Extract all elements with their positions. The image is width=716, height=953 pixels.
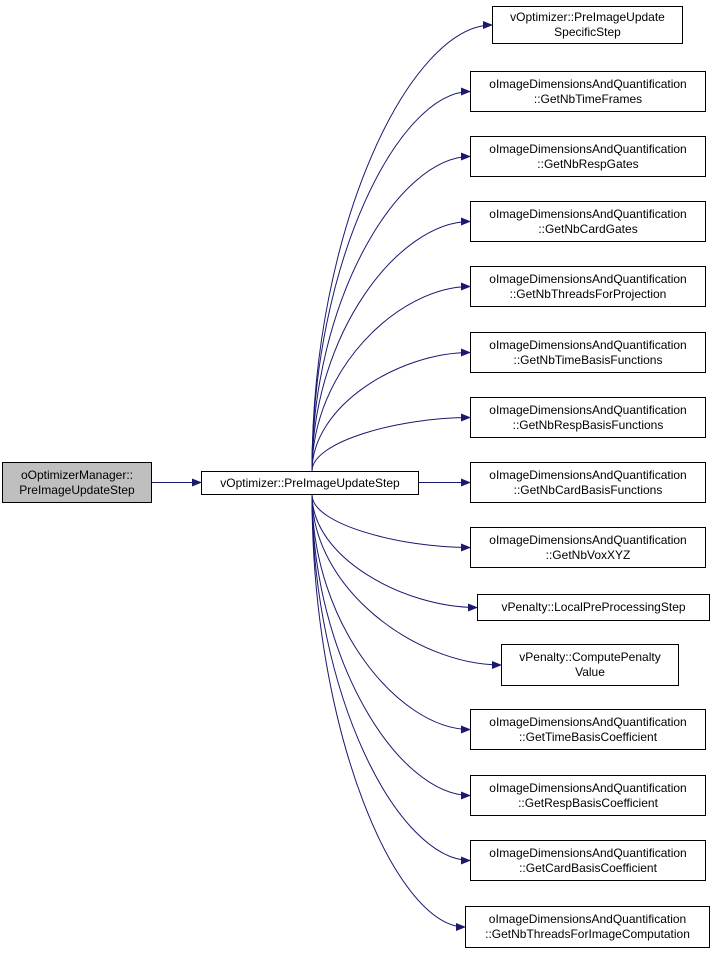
node-label-line: ::GetTimeBasisCoefficient [518, 729, 658, 744]
node-label-line: oImageDimensionsAndQuantification [489, 714, 687, 729]
node-label-line: oImageDimensionsAndQuantification [489, 206, 687, 221]
node-callee-14[interactable]: oImageDimensionsAndQuantification::GetNb… [465, 906, 710, 948]
node-label-line: oImageDimensionsAndQuantification [489, 141, 687, 156]
node-label-line: vPenalty::LocalPreProcessingStep [501, 600, 686, 614]
edge-mid-t5 [311, 348, 471, 472]
node-label-line: oImageDimensionsAndQuantification [489, 271, 687, 286]
node-label-line: ::GetCardBasisCoefficient [519, 860, 657, 875]
node-label-line: vOptimizer::PreImageUpdateStep [220, 475, 400, 490]
edge-mid-t12 [311, 494, 471, 800]
node-callee-13[interactable]: oImageDimensionsAndQuantification::GetCa… [470, 840, 706, 881]
edge-mid-t10 [311, 494, 502, 669]
node-label-line: ::GetNbTimeBasisFunctions [513, 352, 663, 367]
node-label-line: ::GetNbThreadsForImageComputation [485, 927, 690, 941]
node-label-line: oImageDimensionsAndQuantification [489, 532, 687, 547]
node-label-line: oImageDimensionsAndQuantification [489, 845, 687, 860]
node-callee-9[interactable]: vPenalty::LocalPreProcessingStep [477, 594, 710, 621]
node-label-line: ::GetNbVoxXYZ [545, 547, 631, 562]
node-label-line: ::GetNbCardBasisFunctions [513, 482, 663, 497]
node-label-line: PreImageUpdateStep [19, 482, 135, 497]
node-label-line: ::GetNbThreadsForProjection [509, 286, 667, 301]
node-callee-1[interactable]: oImageDimensionsAndQuantification::GetNb… [470, 71, 706, 112]
node-callee-11[interactable]: oImageDimensionsAndQuantification::GetTi… [470, 709, 706, 750]
node-label-line: oImageDimensionsAndQuantification [489, 337, 687, 352]
node-label-line: oImageDimensionsAndQuantification [488, 912, 687, 926]
node-callee-5[interactable]: oImageDimensionsAndQuantification::GetNb… [470, 332, 706, 373]
node-label-line: SpecificStep [554, 25, 621, 39]
node-label-line: oImageDimensionsAndQuantification [489, 76, 687, 91]
edge-mid-t6 [311, 413, 471, 472]
node-callee-3[interactable]: oImageDimensionsAndQuantification::GetNb… [470, 201, 706, 242]
node-label-line: vPenalty::ComputePenalty [519, 650, 661, 664]
edge-mid-t2 [311, 152, 471, 472]
node-label-line: ::GetNbCardGates [538, 221, 638, 236]
node-root: oOptimizerManager::PreImageUpdateStep [2, 462, 152, 503]
node-label-line: vOptimizer::PreImageUpdate [510, 10, 665, 24]
node-label-line: ::GetNbRespGates [537, 156, 639, 171]
node-callee-7[interactable]: oImageDimensionsAndQuantification::GetNb… [470, 462, 706, 503]
node-callee-6[interactable]: oImageDimensionsAndQuantification::GetNb… [470, 397, 706, 438]
edge-mid-t9 [311, 494, 478, 612]
node-label-line: oOptimizerManager:: [20, 467, 134, 482]
node-label-line: oImageDimensionsAndQuantification [489, 467, 687, 482]
node-label-line: oImageDimensionsAndQuantification [489, 780, 687, 795]
node-callee-8[interactable]: oImageDimensionsAndQuantification::GetNb… [470, 527, 706, 568]
node-label-line: Value [575, 665, 605, 679]
node-label-line: ::GetNbRespBasisFunctions [512, 417, 664, 432]
edge-mid-t14 [311, 494, 466, 931]
edge-mid-t13 [311, 494, 471, 865]
edge-mid-t1 [311, 87, 471, 472]
node-caller[interactable]: vOptimizer::PreImageUpdateStep [201, 471, 419, 495]
node-label-line: ::GetRespBasisCoefficient [518, 795, 658, 810]
edge-mid-t4 [311, 282, 471, 472]
edge-mid-t11 [311, 494, 471, 734]
edge-mid-t3 [311, 217, 471, 472]
node-callee-4[interactable]: oImageDimensionsAndQuantification::GetNb… [470, 266, 706, 307]
node-label-line: ::GetNbTimeFrames [533, 91, 643, 106]
node-label-line: oImageDimensionsAndQuantification [489, 402, 687, 417]
edge-mid-t0 [311, 21, 493, 472]
node-callee-12[interactable]: oImageDimensionsAndQuantification::GetRe… [470, 775, 706, 816]
node-callee-2[interactable]: oImageDimensionsAndQuantification::GetNb… [470, 136, 706, 177]
edge-mid-t8 [311, 494, 471, 552]
